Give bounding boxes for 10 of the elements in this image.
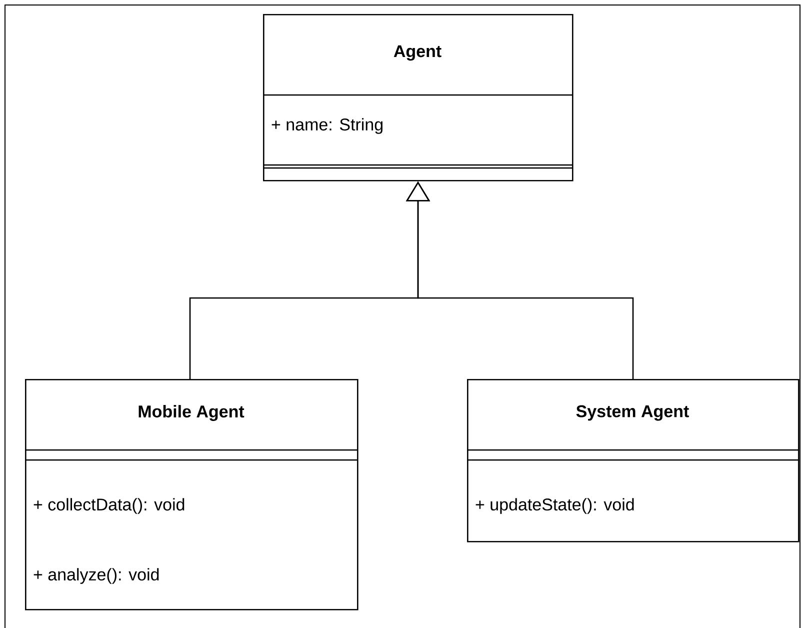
class-box [25,379,358,610]
class-name: System Agent [576,405,689,421]
class-member: + analyze(): void [34,568,159,584]
class-name: Mobile Agent [138,405,244,421]
class-box [467,379,800,542]
class-box [263,14,574,182]
class-member: + updateState(): void [476,498,634,514]
class-member: + name: String [272,118,382,134]
class-name: Agent [394,45,442,61]
class-member: + collectData(): void [34,498,184,514]
